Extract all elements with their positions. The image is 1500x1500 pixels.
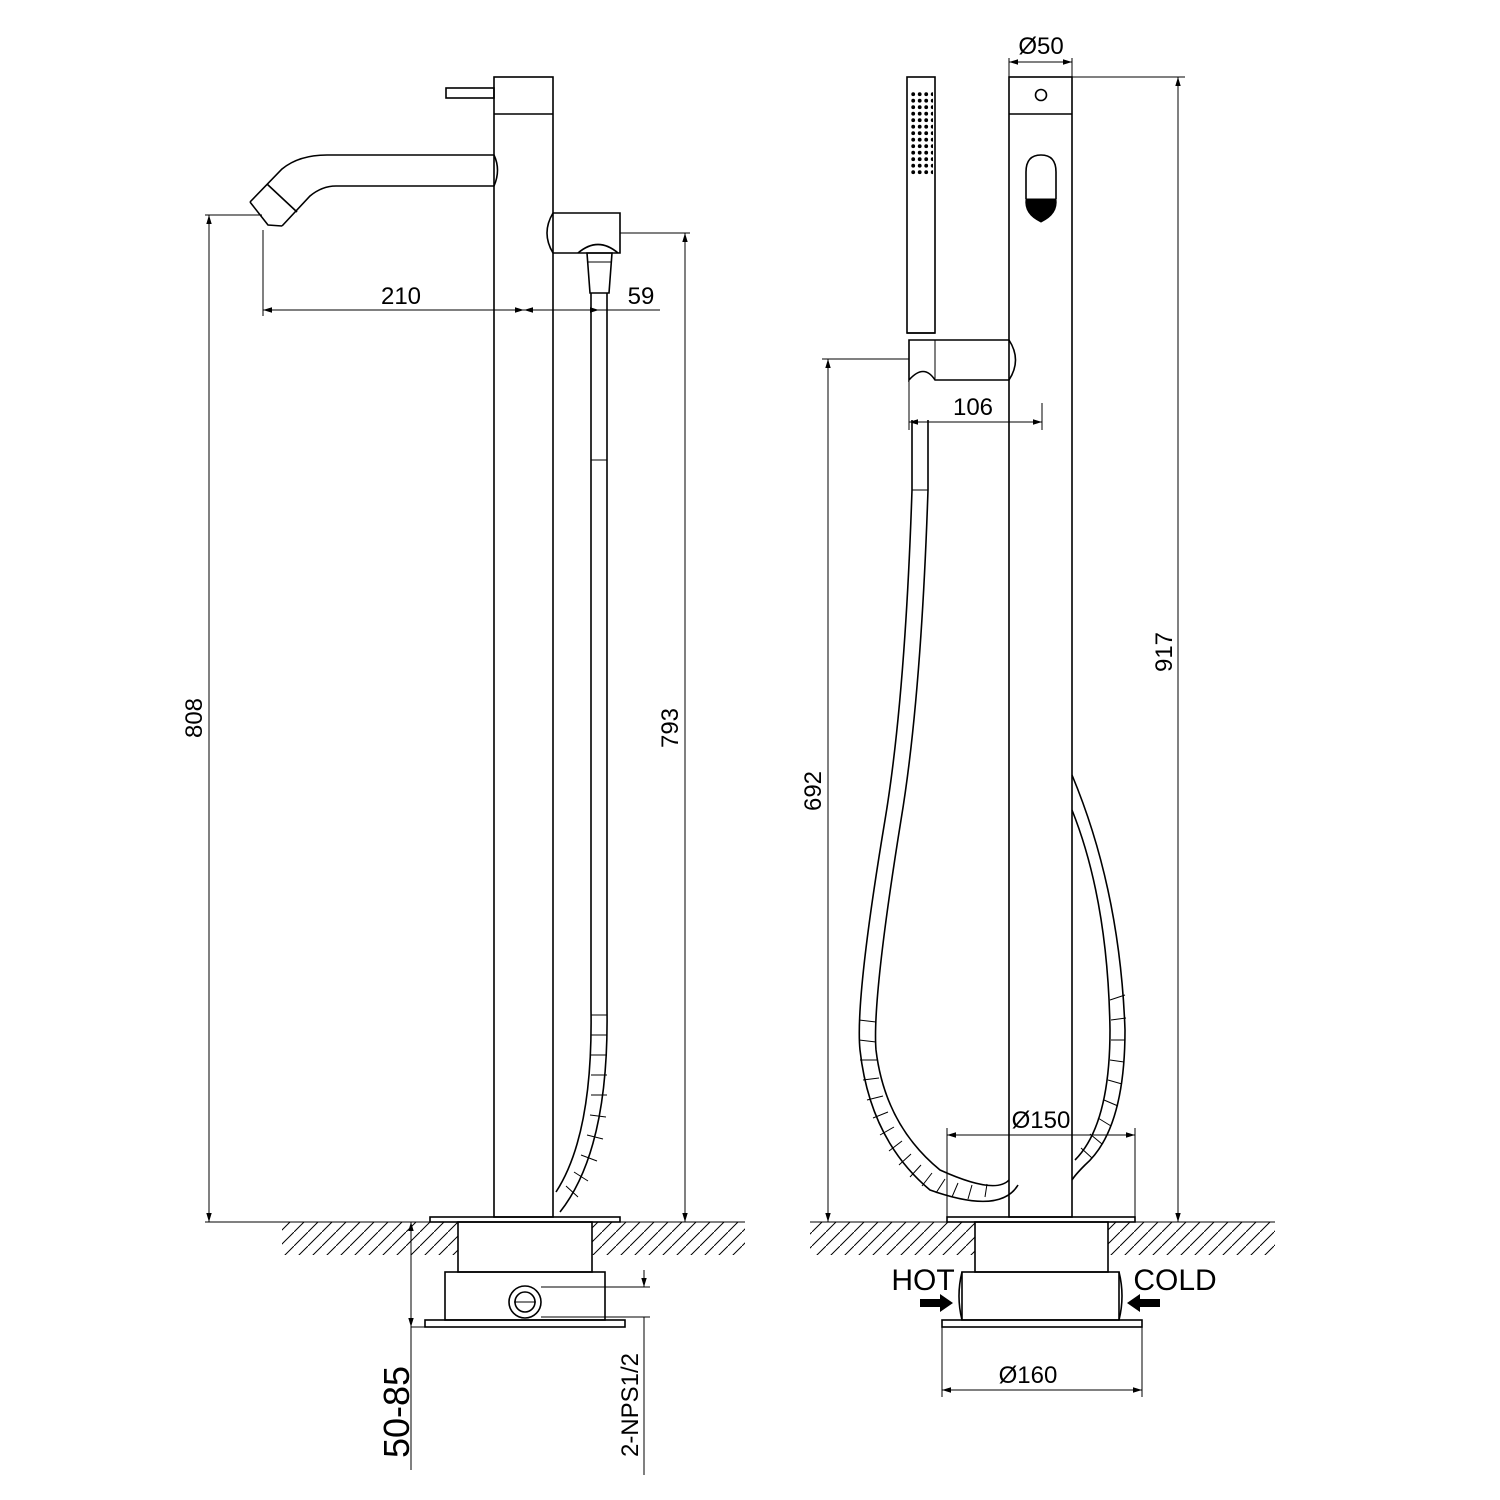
- dim-holder-projection: 106: [908, 380, 1043, 430]
- dim-total-height: 917: [1072, 76, 1185, 1223]
- dim-install-depth: 50-85: [376, 1222, 425, 1470]
- dim-base-cover-diameter-label: Ø150: [1012, 1107, 1071, 1134]
- dim-holder-height: 692: [800, 358, 909, 1222]
- dim-hose-offset: 59: [524, 283, 660, 313]
- dim-body-diameter-label: Ø50: [1018, 33, 1063, 60]
- hose-front: [858, 420, 1127, 1203]
- faucet-body-side: [429, 76, 621, 1223]
- aerator-icon: [1025, 198, 1057, 223]
- dim-total-height-label: 917: [1151, 632, 1178, 672]
- hand-shower: [906, 76, 936, 334]
- dim-hose-outlet-height-label: 793: [657, 708, 684, 748]
- dim-spout-reach: 210: [262, 230, 524, 316]
- handle-knob-icon: [1034, 88, 1048, 102]
- dim-inlet-thread: 2-NPS1/2: [541, 1270, 650, 1475]
- shower-nozzles-icon: [911, 90, 933, 175]
- hose-connector: [546, 212, 621, 294]
- front-view: HOT COLD Ø50 106 692: [800, 33, 1275, 1397]
- cold-inlet: COLD: [1127, 1264, 1217, 1312]
- dim-hose-outlet-height: 793: [620, 232, 690, 1222]
- dim-spout-reach-label: 210: [381, 283, 421, 310]
- floor-right: [810, 1221, 1275, 1255]
- shower-holder: [908, 339, 1017, 383]
- dim-install-depth-label: 50-85: [376, 1366, 417, 1458]
- dim-mount-plate-diameter-label: Ø160: [999, 1362, 1058, 1389]
- dim-holder-projection-label: 106: [953, 394, 993, 421]
- dim-spout-height-label: 808: [181, 698, 208, 738]
- dim-holder-height-label: 692: [800, 771, 827, 811]
- side-view: 210 59 808 793 50-85: [181, 76, 745, 1475]
- cold-label: COLD: [1133, 1264, 1216, 1297]
- dim-inlet-thread-label: 2-NPS1/2: [617, 1353, 644, 1457]
- hot-inlet: HOT: [891, 1264, 955, 1312]
- dim-body-diameter: Ø50: [1008, 33, 1073, 77]
- floor-left: [205, 1221, 745, 1255]
- under-floor-assembly-front: [941, 1221, 1143, 1328]
- under-floor-assembly-side: [424, 1221, 626, 1328]
- hot-label: HOT: [891, 1264, 954, 1297]
- hot-arrow-icon: [920, 1294, 953, 1312]
- dim-mount-plate-diameter: Ø160: [941, 1327, 1143, 1397]
- dim-hose-offset-label: 59: [628, 283, 655, 310]
- cold-arrow-icon: [1127, 1294, 1160, 1312]
- hose-side: [555, 293, 608, 1213]
- dim-base-cover-diameter: Ø150: [946, 1107, 1136, 1217]
- dim-spout-height: 808: [181, 214, 262, 1222]
- faucet-body-front: [946, 76, 1136, 1223]
- spout: [249, 154, 499, 227]
